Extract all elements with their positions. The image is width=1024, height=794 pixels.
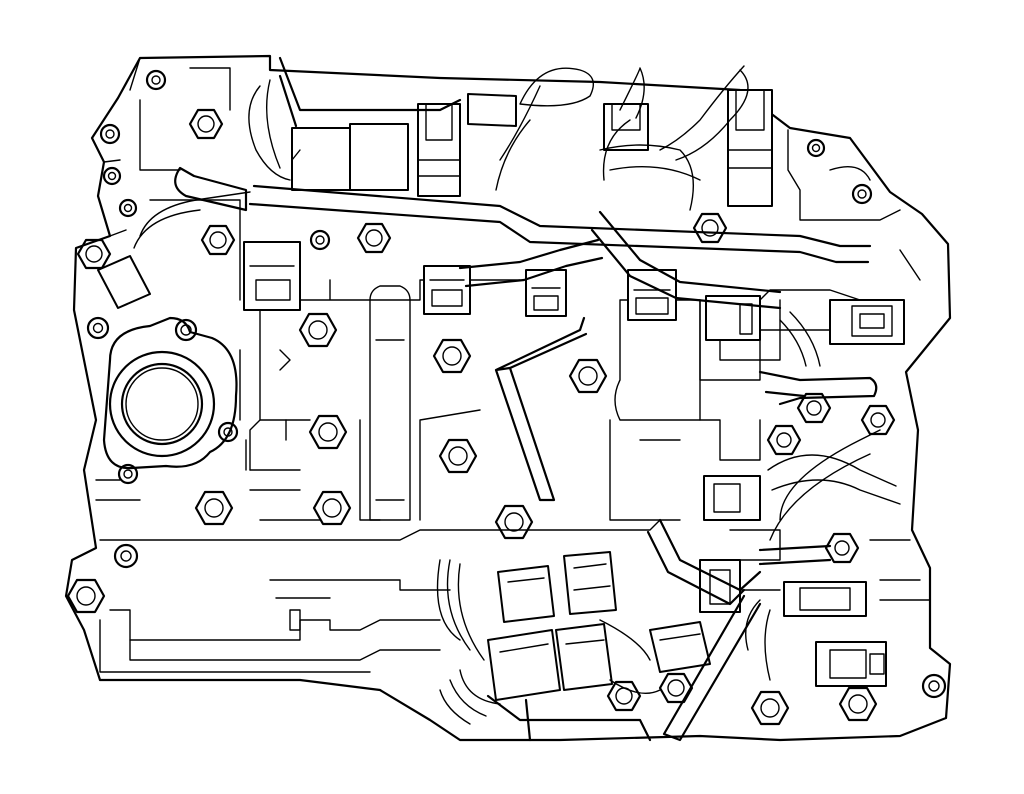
loose-wires: [133, 65, 901, 725]
connector: [555, 623, 613, 691]
solenoid: [703, 475, 761, 521]
hex-bolt: [750, 690, 790, 726]
hex-bolt: [312, 490, 352, 526]
mounting-hole: [86, 316, 110, 340]
mounting-hole: [217, 421, 239, 443]
mounting-hole: [118, 198, 138, 218]
solenoid: [727, 89, 773, 207]
hex-bolt: [494, 504, 534, 540]
harness-connectors: [97, 93, 617, 701]
solenoid: [627, 269, 677, 321]
valve-body-outline: [64, 54, 952, 742]
hex-bolt: [438, 438, 478, 474]
hex-bolt: [824, 532, 860, 564]
mounting-hole: [99, 123, 121, 145]
solenoid-blocks: [243, 89, 905, 687]
mounting-hole: [806, 138, 826, 158]
hex-bolt: [658, 672, 694, 704]
hex-bolts: [66, 108, 896, 726]
solenoid: [423, 265, 471, 315]
solenoid: [291, 123, 409, 191]
mounting-hole: [921, 673, 947, 699]
hex-bolt: [308, 414, 348, 450]
connector: [563, 551, 617, 615]
connector: [97, 255, 151, 309]
connector: [487, 629, 561, 701]
hex-bolt: [766, 424, 802, 456]
hex-bolt: [194, 490, 234, 526]
mounting-holes: [86, 69, 947, 699]
hex-bolt: [66, 578, 106, 614]
hex-bolt: [860, 404, 896, 436]
hex-bolt: [76, 238, 112, 270]
connector: [467, 93, 517, 127]
hex-bolt: [432, 338, 472, 374]
solenoid: [829, 299, 905, 345]
connector: [497, 565, 555, 623]
mounting-hole: [102, 166, 122, 186]
mounting-hole: [113, 543, 139, 569]
solenoid: [243, 241, 301, 311]
hex-bolt: [200, 224, 236, 256]
hex-bolt: [796, 392, 832, 424]
hex-bolt: [838, 686, 878, 722]
large-port-boss: [102, 316, 238, 485]
mounting-hole: [309, 229, 331, 251]
hex-bolt: [356, 222, 392, 254]
hex-bolt: [188, 108, 224, 140]
hex-bolt: [298, 312, 338, 348]
hex-bolt: [568, 358, 608, 394]
solenoid: [417, 103, 461, 197]
hex-bolt: [692, 212, 728, 244]
solenoid: [783, 581, 867, 617]
mounting-hole: [145, 69, 167, 91]
solenoid: [815, 641, 887, 687]
wire-tubes: [174, 56, 878, 742]
hex-bolt: [606, 680, 642, 712]
solenoid: [649, 621, 711, 673]
solenoid: [603, 103, 649, 151]
mounting-hole: [851, 183, 873, 205]
